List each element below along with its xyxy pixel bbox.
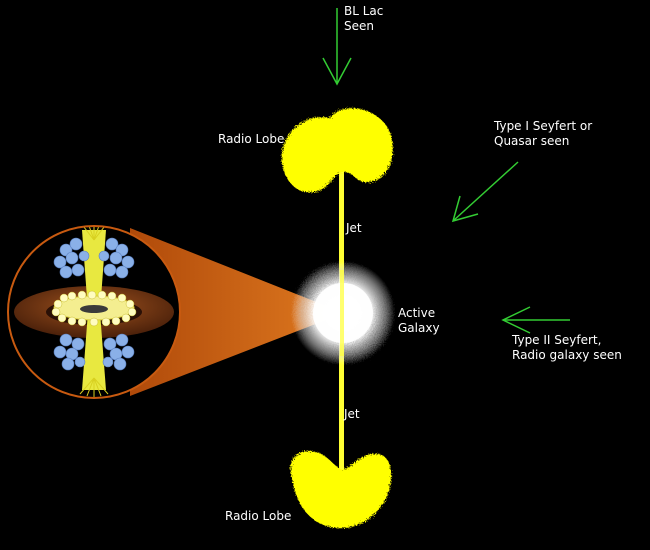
label-type1: Type I Seyfert or Quasar seen xyxy=(494,119,592,149)
jet-top xyxy=(339,170,344,310)
radio-lobe-top xyxy=(281,108,393,193)
agn-zoom-inset xyxy=(7,225,181,399)
jet-bottom xyxy=(339,315,344,470)
label-radio-lobe-top: Radio Lobe xyxy=(218,132,285,146)
blr-clouds-bottom xyxy=(53,333,135,371)
arrow-diagonal-icon xyxy=(451,161,519,223)
arrow-left-icon xyxy=(501,306,570,334)
accretion-disk xyxy=(51,290,137,327)
label-type2: Type II Seyfert, Radio galaxy seen xyxy=(512,333,622,363)
label-jet-bottom: Jet xyxy=(344,407,360,421)
blr-clouds-top xyxy=(53,237,135,279)
label-active-galaxy-line2: Galaxy xyxy=(398,321,440,335)
label-type2-line2: Radio galaxy seen xyxy=(512,348,622,362)
label-active-galaxy-line1: Active xyxy=(398,306,436,320)
label-bl-lac: BL Lac Seen xyxy=(344,4,383,34)
label-radio-lobe-bottom: Radio Lobe xyxy=(225,509,292,523)
label-type2-line1: Type II Seyfert, xyxy=(512,333,602,347)
label-type1-line2: Quasar seen xyxy=(494,134,570,148)
arrow-down-icon xyxy=(322,8,352,86)
label-bl-lac-line1: BL Lac xyxy=(344,4,384,18)
label-type1-line1: Type I Seyfert or xyxy=(494,119,593,133)
radio-lobe-bottom xyxy=(290,451,392,528)
black-hole xyxy=(80,305,108,313)
label-active-galaxy: Active Galaxy xyxy=(398,306,440,336)
label-bl-lac-line2: Seen xyxy=(344,19,374,33)
label-jet-top: Jet xyxy=(346,221,362,235)
inset-jet-bottom xyxy=(82,312,106,390)
zoom-cone xyxy=(130,228,344,396)
